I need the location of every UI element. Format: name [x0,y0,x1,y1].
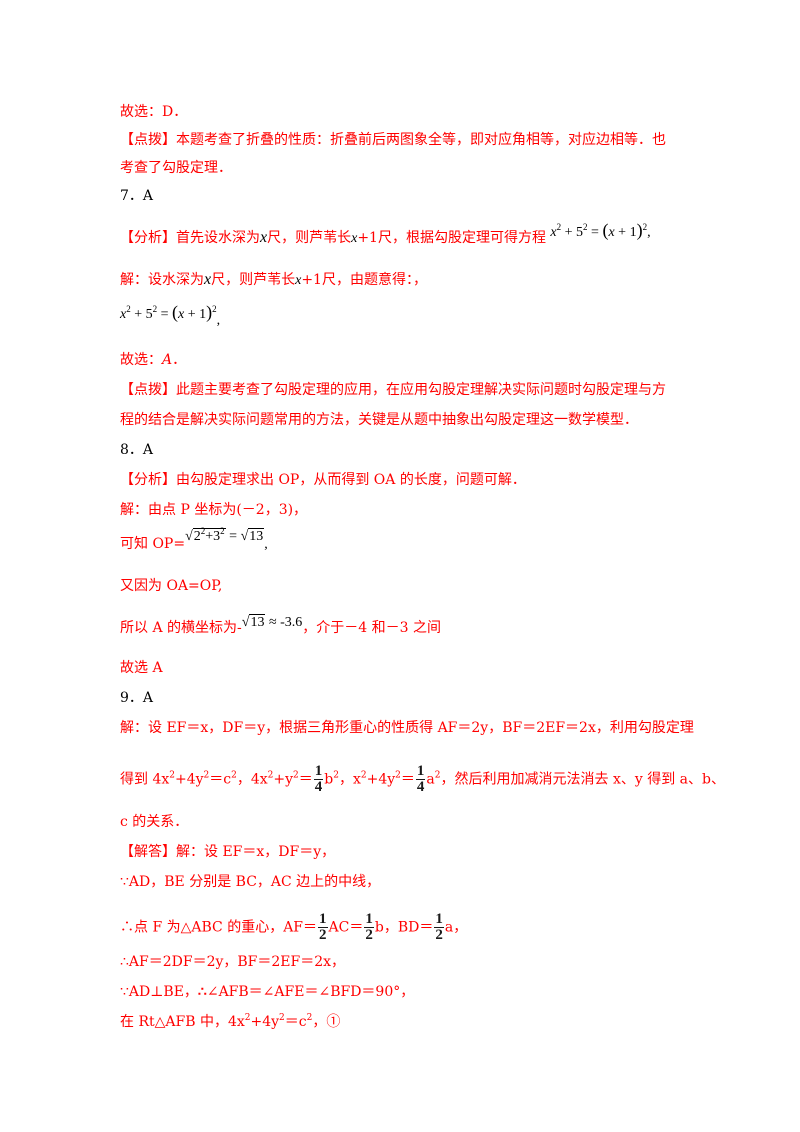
solution-8-oa: 又因为 OA=OP, [120,578,223,594]
sqrt-13: √13 [241,614,266,630]
solution-7: 解：设水深为x尺，则芦苇长x+1尺，由题意得：， [120,271,427,290]
analysis-tag: 【分析】 [120,472,176,488]
solution-text-d: +1尺，由题意得：， [301,272,427,288]
remark-7: 【点拨】此题主要考查了勾股定理的应用，在应用勾股定理解决实际问题时勾股定理与方 [120,381,666,399]
answer-9-medians: ∵AD，BE 分别是 BC，AC 边上的中线， [120,874,381,890]
solution-9-intro: 解：设 EF＝x，DF＝y，根据三角形重心的性质得 AF＝2y，BF＝2EF＝2… [120,720,694,736]
remark-6-cont: 考查了勾股定理． [120,160,232,176]
question-7-answer: 7．A [120,188,154,204]
analysis-text: 由勾股定理求出 OP，从而得到 OA 的长度，问题可解． [176,472,526,488]
answer-text: 解：设 EF＝x，DF＝y， [176,844,336,860]
answer-tag: 【解答】 [120,844,176,860]
solution-text-b: 尺，则芦苇长 [211,272,296,288]
choice-7: 故选：A． [120,352,187,368]
answer-9-lengths: ∴AF＝2DF＝2y，BF＝2EF＝2x， [120,954,346,970]
answer-9-equation-1: 在 Rt△AFB 中，4x2+4y2＝c2，① [120,1013,341,1031]
solution-8-op: 可知 OP=√22+32 = √13, [120,526,268,553]
answer-9-perpendicular: ∵AD⊥BE，∴∠AFB＝∠AFE＝∠BFD＝90°， [120,984,415,1000]
solution-8-coord: 所以 A 的横坐标为-√13 ≈ -3.6，介于－4 和－3 之间 [120,614,442,636]
solution-9-relation: c 的关系． [120,814,189,830]
remark-text: 此题主要考查了勾股定理的应用，在应用勾股定理解决实际问题时勾股定理与方 [176,382,666,398]
analysis-8: 【分析】由勾股定理求出 OP，从而得到 OA 的长度，问题可解． [120,471,526,489]
question-8-answer: 8．A [120,442,154,458]
var-x: x [351,231,358,246]
sqrt-13: √13 [240,528,265,544]
equation-inline: x2 + 52 = (x + 1)2, [550,220,651,240]
equation-7: x2 + 52 = (x + 1)2, [120,302,221,328]
analysis-text-a: 首先设水深为 [176,230,260,246]
remark-tag: 【点拨】 [120,382,176,398]
solution-8-point: 解：由点 P 坐标为(－2，3)， [120,502,308,518]
var-x: x [260,229,268,246]
remark-7-cont: 程的结合是解决实际问题常用的方法，关键是从题中抽象出勾股定理这一数学模型． [120,412,638,428]
solution-text-a: 解：设水深为 [120,272,204,288]
answer-line-6: 故选：D． [120,104,188,120]
var-x: x [204,271,212,288]
analysis-text-d: +1尺，根据勾股定理可得方程 [357,230,546,246]
remark-text: 本题考查了折叠的性质：折叠前后两图象全等，即对应角相等，对应边相等．也 [176,132,666,148]
choice-8: 故选 A [120,660,163,676]
question-9-answer: 9．A [120,690,154,706]
analysis-tag: 【分析】 [120,230,176,246]
analysis-text-b: 尺，则芦苇长 [267,230,352,246]
analysis-7: 【分析】首先设水深为x尺，则芦苇长x+1尺，根据勾股定理可得方程 x2 + 52… [120,220,651,248]
sqrt-expression: √22+32 [185,526,226,544]
remark-6: 【点拨】本题考查了折叠的性质：折叠前后两图象全等，即对应角相等，对应边相等．也 [120,131,666,149]
answer-9: 【解答】解：设 EF＝x，DF＝y， [120,843,335,861]
remark-tag: 【点拨】 [120,132,176,148]
var-x: x [295,273,302,288]
